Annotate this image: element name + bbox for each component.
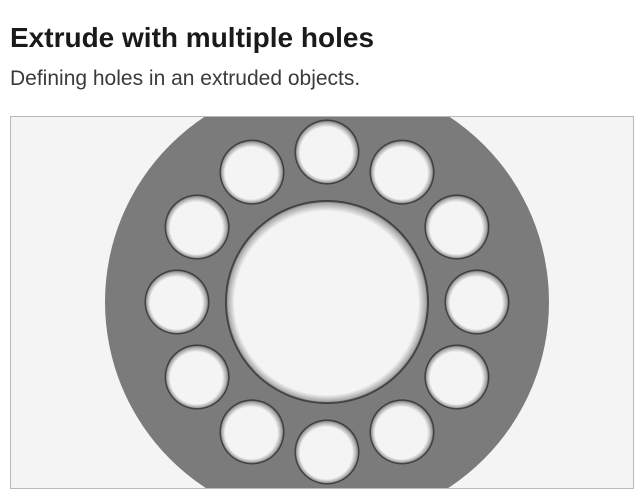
hole-shadow	[219, 139, 285, 205]
hole-shadow	[164, 344, 230, 410]
page-title: Extrude with multiple holes	[10, 22, 375, 53]
3d-viewport[interactable]	[10, 116, 634, 489]
hole-shadow	[369, 139, 435, 205]
scene-canvas[interactable]	[11, 117, 633, 488]
hole-shadow	[444, 269, 510, 335]
center-hole-shadow	[225, 200, 429, 404]
page-subtitle: Defining holes in an extruded objects.	[10, 67, 361, 90]
hole-shadow	[294, 119, 360, 185]
hole-shadow	[369, 399, 435, 465]
hole-shadow	[424, 344, 490, 410]
hole-shadow	[294, 419, 360, 485]
hole-shadow	[144, 269, 210, 335]
hole-shadow	[219, 399, 285, 465]
hole-shadow	[164, 194, 230, 260]
hole-shadow	[424, 194, 490, 260]
extruded-disc	[105, 117, 549, 488]
